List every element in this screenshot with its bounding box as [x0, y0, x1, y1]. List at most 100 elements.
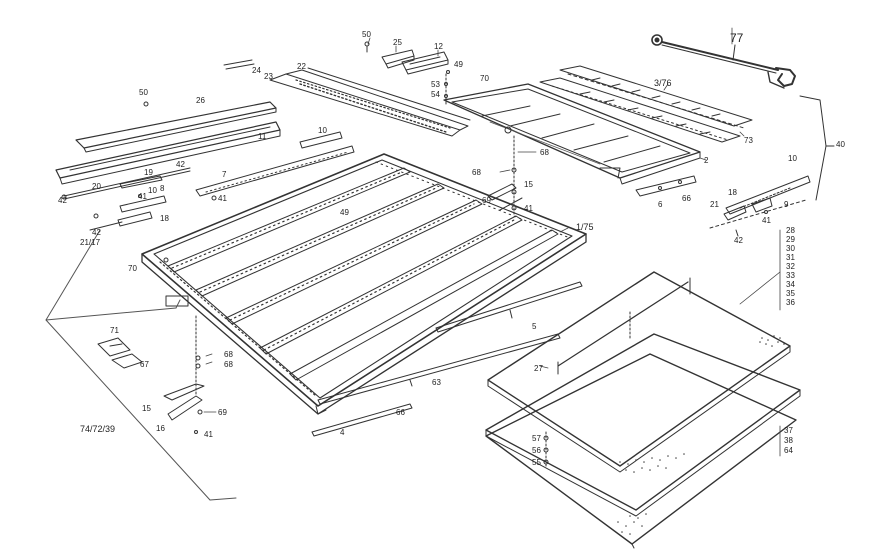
- label-4: 4: [340, 428, 345, 437]
- label-12: 12: [434, 42, 443, 51]
- middle-fasteners: [487, 135, 523, 215]
- label-21-17: 21/17: [80, 238, 101, 247]
- label-57: 57: [532, 434, 541, 443]
- label-42-top: 42: [176, 160, 185, 169]
- rail-part-63: [317, 333, 561, 405]
- small-fasteners-top: [364, 41, 450, 107]
- label-3-76: 3/76: [654, 78, 672, 88]
- label-9: 9: [784, 200, 789, 209]
- fasteners-55-57: [543, 431, 549, 469]
- rail-part-10-top: [299, 131, 343, 149]
- label-5: 5: [532, 322, 537, 331]
- label-49-top: 49: [454, 60, 463, 69]
- label-stack-item: 28: [786, 226, 795, 235]
- label-41-left-a: 41: [138, 192, 147, 201]
- label-71: 71: [110, 326, 119, 335]
- label-63: 63: [432, 378, 441, 387]
- label-68-upper: 68: [540, 148, 549, 157]
- label-49-mid: 49: [340, 208, 349, 217]
- rail-part-4: [311, 403, 413, 437]
- label-18-left: 18: [160, 214, 169, 223]
- callout-lines: [203, 27, 781, 457]
- label-24: 24: [252, 66, 261, 75]
- panel-part-37: [485, 333, 801, 517]
- panel-part-27: [487, 271, 791, 473]
- label-41-left-b: 41: [218, 194, 227, 203]
- label-40: 40: [836, 140, 845, 149]
- label-stack-item: 30: [786, 244, 795, 253]
- label-74-72-39: 74/72/39: [80, 424, 116, 434]
- label-69-mid: 69: [482, 196, 491, 205]
- label-41-lower: 41: [204, 430, 213, 439]
- panel-part-64: [485, 353, 797, 549]
- label-66-upper: 66: [682, 194, 691, 203]
- bar-part-24: [223, 59, 255, 70]
- label-41-mid: 41: [524, 204, 533, 213]
- long-rail-part-11: [55, 121, 281, 185]
- label-stack-item: 29: [786, 235, 795, 244]
- label-15-mid: 15: [524, 180, 533, 189]
- label-20: 20: [92, 182, 101, 191]
- small-rail-part-6: [635, 175, 697, 197]
- label-55: 55: [532, 458, 541, 467]
- label-1-75: 1/75: [576, 222, 594, 232]
- label-56: 56: [532, 446, 541, 455]
- callout-bracket-40: [799, 95, 835, 201]
- label-19: 19: [144, 168, 153, 177]
- bracket-part-12: [401, 51, 449, 75]
- label-stack-item: 36: [786, 298, 795, 307]
- label-2: 2: [704, 156, 709, 165]
- rail-part-5: [435, 281, 583, 333]
- label-42-left: 42: [58, 196, 67, 205]
- small-parts-left: [89, 175, 167, 231]
- rod-part-77: [651, 34, 796, 89]
- label-73: 73: [744, 136, 753, 145]
- label-18-right: 18: [728, 188, 737, 197]
- label-10-right: 10: [788, 154, 797, 163]
- label-68-lower-a: 68: [224, 350, 233, 359]
- label-26: 26: [196, 96, 205, 105]
- label-70-top: 70: [480, 74, 489, 83]
- main-frame-part-175: [141, 153, 587, 415]
- label-77: 77: [730, 31, 744, 45]
- label-64: 64: [784, 446, 793, 455]
- label-8: 8: [160, 184, 165, 193]
- label-stack-item: 35: [786, 289, 795, 298]
- label-stack-item: 33: [786, 271, 795, 280]
- label-11: 11: [258, 132, 267, 141]
- comb-strips-part-376: [539, 65, 753, 143]
- dot-texture: [617, 335, 785, 535]
- label-16: 16: [156, 424, 165, 433]
- upper-frame-part-2: [443, 83, 701, 185]
- label-69-lower: 69: [218, 408, 227, 417]
- label-25: 25: [393, 38, 402, 47]
- label-stack-item: 32: [786, 262, 795, 271]
- small-part-18-right: [723, 205, 747, 221]
- bracket-part-25: [381, 49, 415, 69]
- label-15-lower: 15: [142, 404, 151, 413]
- label-23: 23: [264, 72, 273, 81]
- label-10-left: 10: [148, 186, 157, 195]
- long-rail-part-26: [75, 101, 277, 153]
- small-parts-lower-left: [97, 315, 205, 434]
- label-21-right: 21: [710, 200, 719, 209]
- label-10-top: 10: [318, 126, 327, 135]
- label-6: 6: [658, 200, 663, 209]
- label-67: 67: [140, 360, 149, 369]
- label-stack-item: 31: [786, 253, 795, 262]
- label-54: 54: [431, 90, 440, 99]
- label-42-lower: 42: [92, 228, 101, 237]
- label-27: 27: [534, 364, 543, 373]
- label-66-lower: 66: [396, 408, 405, 417]
- label-68-mid: 68: [472, 168, 481, 177]
- pin-42-right: [735, 229, 739, 237]
- dashed-guide-right: [709, 199, 807, 229]
- rod-part-42-20: [61, 167, 191, 200]
- rail-part-7: [195, 145, 355, 201]
- label-68-lower-b: 68: [224, 360, 233, 369]
- label-7: 7: [222, 170, 227, 179]
- label-42-right: 42: [734, 236, 743, 245]
- label-50-top: 50: [362, 30, 371, 39]
